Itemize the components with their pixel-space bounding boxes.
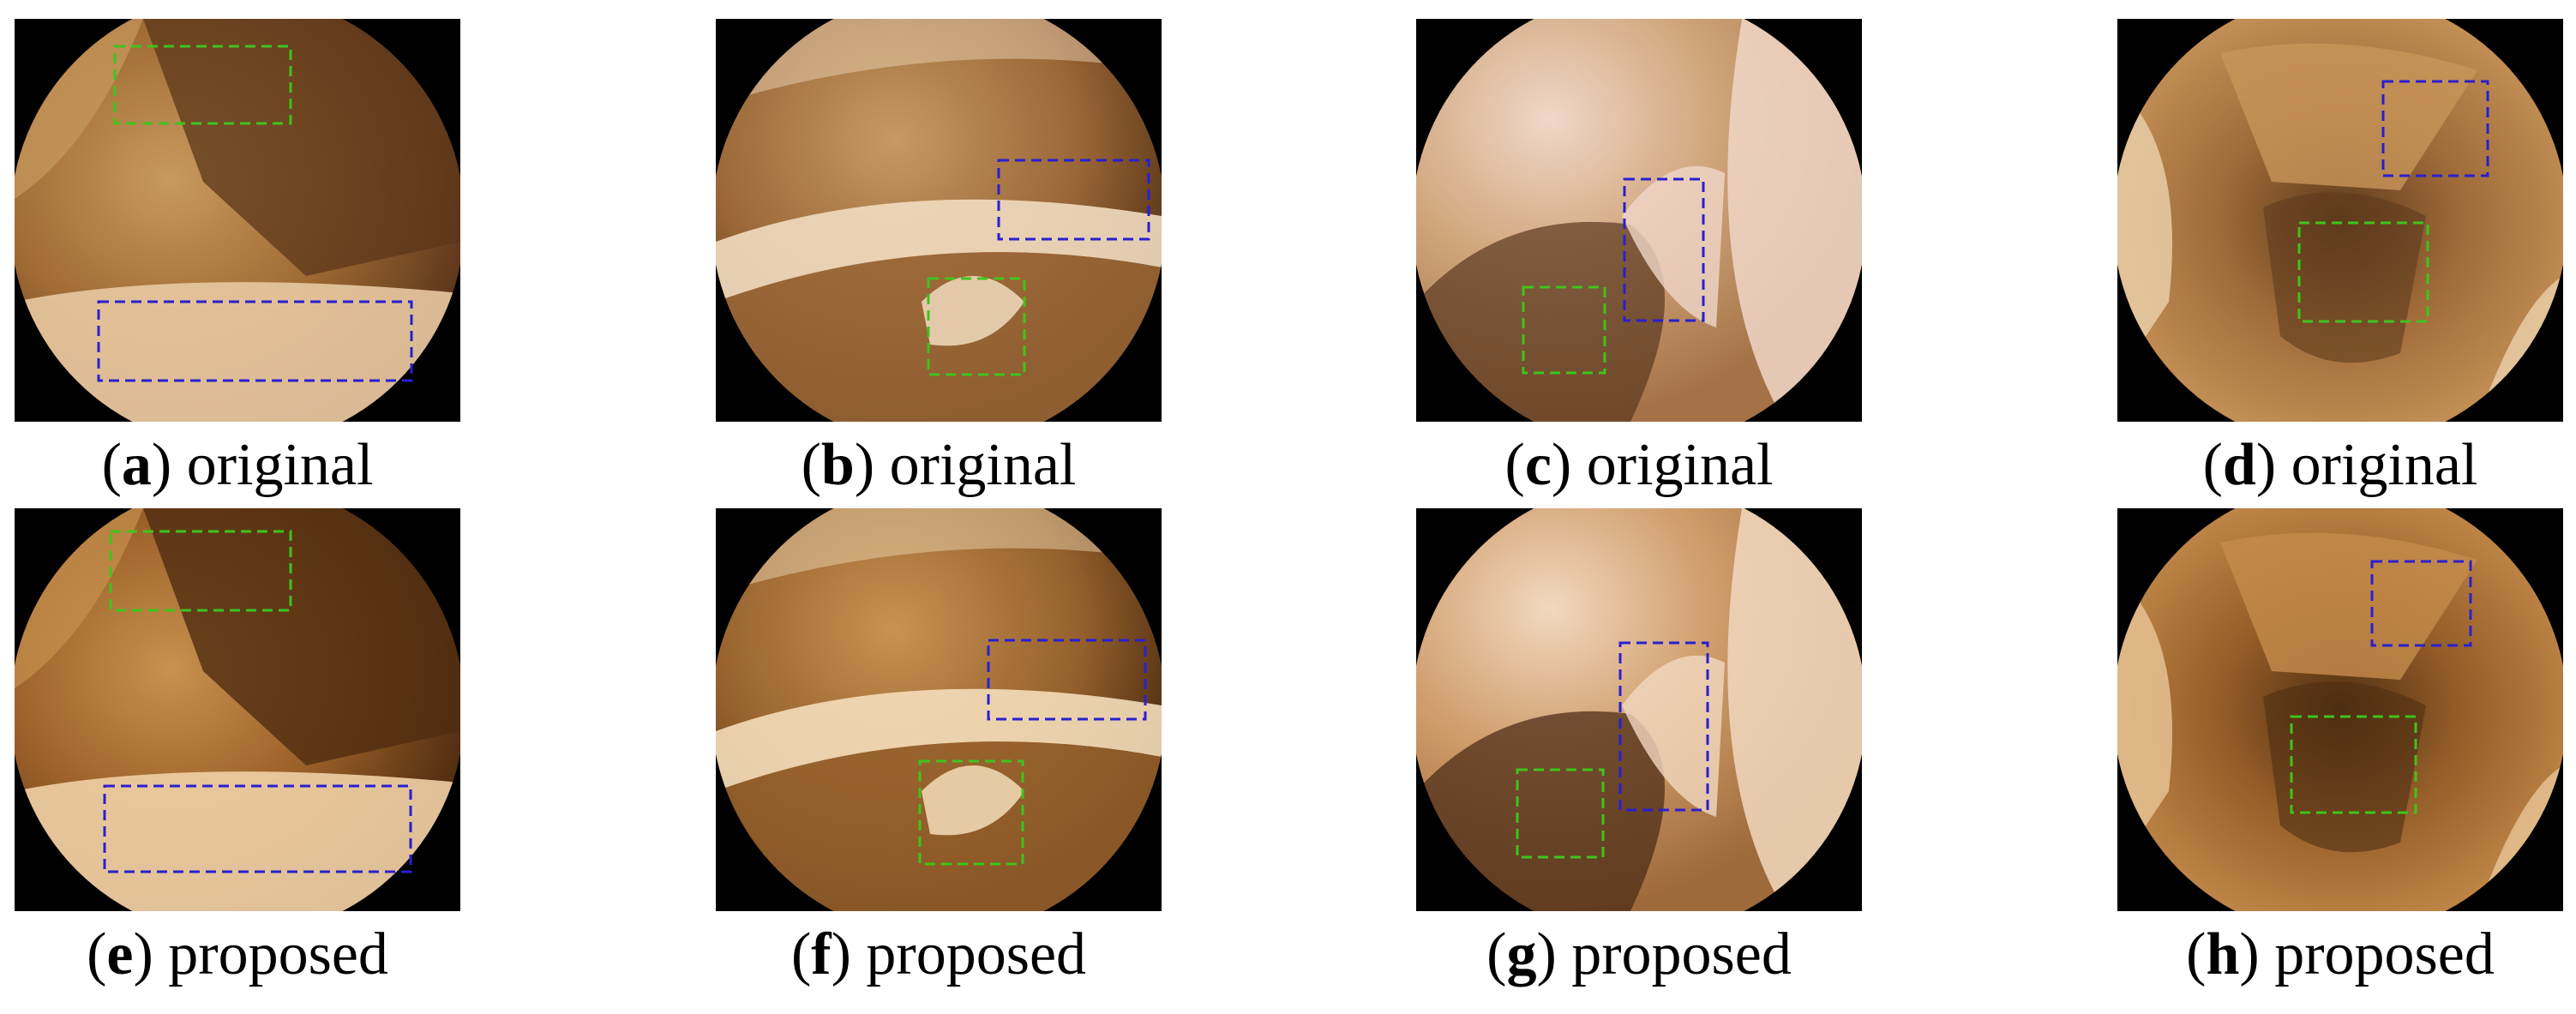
image-d-drawing (2117, 19, 2563, 422)
panel-caption-text: proposed (168, 921, 388, 987)
roi-box-green (927, 277, 1026, 376)
panel-letter: b (820, 432, 855, 498)
panel-letter: f (811, 921, 832, 987)
panel-letter: d (2222, 432, 2256, 498)
roi-box-blue (987, 639, 1147, 721)
image-e-drawing (15, 508, 460, 911)
panel-letter: c (1524, 432, 1552, 498)
panel-caption-text: original (186, 432, 374, 498)
image-b-drawing (716, 19, 1162, 422)
endoscopy-image-h (2117, 508, 2563, 911)
endoscopy-image-f (716, 508, 1162, 911)
endoscopy-image-a (15, 19, 460, 422)
image-f-drawing (716, 508, 1162, 911)
panel-letter: g (1506, 921, 1537, 987)
caption-h: (h) proposed (2186, 921, 2495, 987)
panel-letter: h (2206, 921, 2240, 987)
caption-d: (d) original (2202, 432, 2478, 498)
caption-g: (g) proposed (1486, 921, 1792, 987)
roi-box-blue (2370, 560, 2472, 647)
panel-caption-text: proposed (866, 921, 1087, 987)
panel-d: (d) original (2117, 19, 2563, 495)
caption-a: (a) original (101, 432, 374, 498)
panel-f: (f) proposed (716, 508, 1162, 985)
endoscopy-image-g (1416, 508, 1862, 911)
panel-c: (c) original (1416, 19, 1862, 495)
image-g-drawing (1416, 508, 1862, 911)
roi-box-blue (97, 300, 413, 382)
panel-caption-text: original (1586, 432, 1774, 498)
panel-b: (b) original (716, 19, 1162, 495)
roi-box-green (2290, 715, 2417, 814)
roi-box-blue (103, 784, 412, 873)
endoscopy-image-c (1416, 19, 1862, 422)
roi-box-blue (1623, 177, 1705, 322)
caption-f: (f) proposed (790, 921, 1087, 987)
panel-g: (g) proposed (1416, 508, 1862, 985)
panel-h: (h) proposed (2117, 508, 2563, 985)
panel-a: (a) original (15, 19, 460, 495)
roi-box-green (918, 759, 1024, 866)
endoscopy-image-e (15, 508, 460, 911)
roi-box-blue (997, 159, 1150, 241)
caption-c: (c) original (1504, 432, 1774, 498)
roi-box-blue (1618, 641, 1709, 812)
panel-caption-text: proposed (1571, 921, 1792, 987)
panel-e: (e) proposed (15, 508, 460, 985)
roi-box-green (109, 530, 292, 612)
image-c-drawing (1416, 19, 1862, 422)
caption-b: (b) original (801, 432, 1077, 498)
roi-box-green (1522, 285, 1606, 375)
panel-caption-text: proposed (2274, 921, 2495, 987)
image-a-drawing (15, 19, 460, 422)
roi-box-green (1516, 768, 1605, 859)
endoscopy-image-b (716, 19, 1162, 422)
panel-caption-text: original (889, 432, 1077, 498)
roi-box-green (113, 45, 292, 125)
roi-box-blue (2381, 80, 2489, 177)
image-h-drawing (2117, 508, 2563, 911)
panel-caption-text: original (2291, 432, 2478, 498)
panel-letter: a (121, 432, 152, 498)
endoscopy-image-d (2117, 19, 2563, 422)
caption-e: (e) proposed (87, 921, 388, 987)
panel-letter: e (106, 921, 134, 987)
